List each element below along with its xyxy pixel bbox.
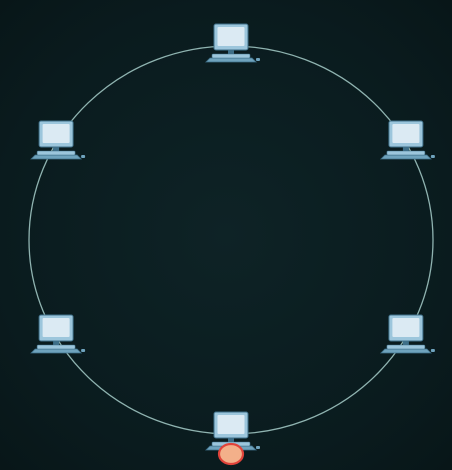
computer-icon [379, 314, 435, 354]
ring-connection [28, 45, 434, 435]
computer-node-top[interactable] [205, 23, 260, 63]
computer-icon [205, 23, 260, 63]
computer-icon [379, 120, 435, 160]
token-marker-icon [217, 442, 245, 466]
computer-node-upper-left[interactable] [30, 120, 86, 160]
computer-icon [30, 120, 86, 160]
computer-node-upper-right[interactable] [379, 120, 435, 160]
computer-node-lower-left[interactable] [30, 314, 86, 354]
computer-node-lower-right[interactable] [379, 314, 435, 354]
computer-icon [205, 411, 260, 451]
nodes-layer [30, 23, 435, 466]
computer-node-bottom[interactable] [205, 411, 260, 466]
computer-icon [30, 314, 86, 354]
